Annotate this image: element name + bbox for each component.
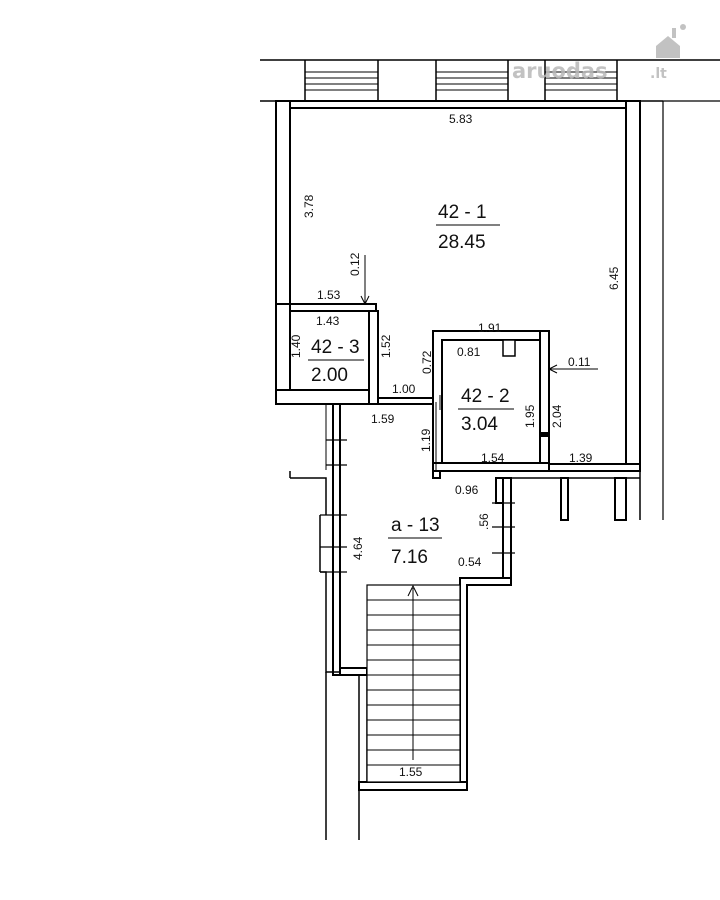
room-42-3-area: 2.00 bbox=[311, 365, 348, 386]
room-42-2-label: 42 - 2 3.04 bbox=[458, 386, 514, 435]
dim-closet-left: 1.40 bbox=[289, 334, 303, 358]
room-a-13-id: a - 13 bbox=[391, 515, 440, 536]
dim-step-096: 0.96 bbox=[455, 483, 479, 497]
dim-right-bottom: 1.39 bbox=[569, 451, 593, 465]
room-42-2-area: 3.04 bbox=[461, 414, 498, 435]
room-42-1-label: 42 - 1 28.45 bbox=[436, 202, 500, 253]
watermark-logo: aruodas .lt bbox=[512, 24, 686, 83]
dim-bath-bottom: 1.54 bbox=[481, 451, 505, 465]
dim-stair-width: 1.55 bbox=[399, 765, 423, 779]
house-icon bbox=[656, 24, 686, 58]
dim-closet-right: 1.52 bbox=[379, 334, 393, 358]
dim-wall-054: 0.54 bbox=[458, 555, 482, 569]
walls bbox=[260, 100, 720, 840]
window-left bbox=[305, 71, 378, 91]
room-a-13-label: a - 13 7.16 bbox=[388, 515, 442, 568]
stair-direction-arrow-icon bbox=[407, 584, 419, 760]
dimension-labels: 5.83 3.78 6.45 0.12 1.53 1.43 1.40 1.52 … bbox=[289, 112, 621, 779]
room-42-1-area: 28.45 bbox=[438, 232, 486, 253]
room-a-13-area: 7.16 bbox=[391, 547, 428, 568]
dim-wall-056: .56 bbox=[477, 513, 491, 530]
dim-left-height: 3.78 bbox=[302, 194, 316, 218]
dim-bath-inner: 0.81 bbox=[457, 345, 481, 359]
dim-right-height: 6.45 bbox=[607, 266, 621, 290]
staircase bbox=[366, 584, 461, 783]
dim-wall-072: 0.72 bbox=[420, 350, 434, 374]
dim-bath-top: 1.91 bbox=[478, 321, 502, 335]
dimension-leaders bbox=[360, 255, 598, 470]
room-42-3-id: 42 - 3 bbox=[311, 337, 360, 358]
room-42-2-id: 42 - 2 bbox=[461, 386, 510, 407]
dim-wall-011: 0.11 bbox=[568, 355, 591, 369]
dim-corr-159: 1.59 bbox=[371, 412, 395, 426]
window-right bbox=[545, 71, 617, 91]
window-strip bbox=[260, 59, 720, 101]
watermark-brand: aruodas bbox=[512, 59, 608, 83]
dim-stair-side: 4.64 bbox=[351, 536, 365, 560]
room-42-3-label: 42 - 3 2.00 bbox=[308, 337, 364, 386]
dim-closet-width: 1.43 bbox=[316, 314, 340, 328]
watermark-suffix: .lt bbox=[650, 66, 667, 82]
room-42-1-id: 42 - 1 bbox=[438, 202, 487, 223]
dim-top-width: 5.83 bbox=[449, 112, 473, 126]
dim-bath-right: 2.04 bbox=[550, 404, 564, 428]
window-middle bbox=[436, 71, 508, 91]
dim-ledge-153: 1.53 bbox=[317, 288, 341, 302]
dim-door-100: 1.00 bbox=[392, 382, 416, 396]
dim-bath-side: 1.95 bbox=[523, 404, 537, 428]
dim-wall-012: 0.12 bbox=[348, 252, 362, 276]
dim-corr-119: 1.19 bbox=[419, 428, 433, 452]
